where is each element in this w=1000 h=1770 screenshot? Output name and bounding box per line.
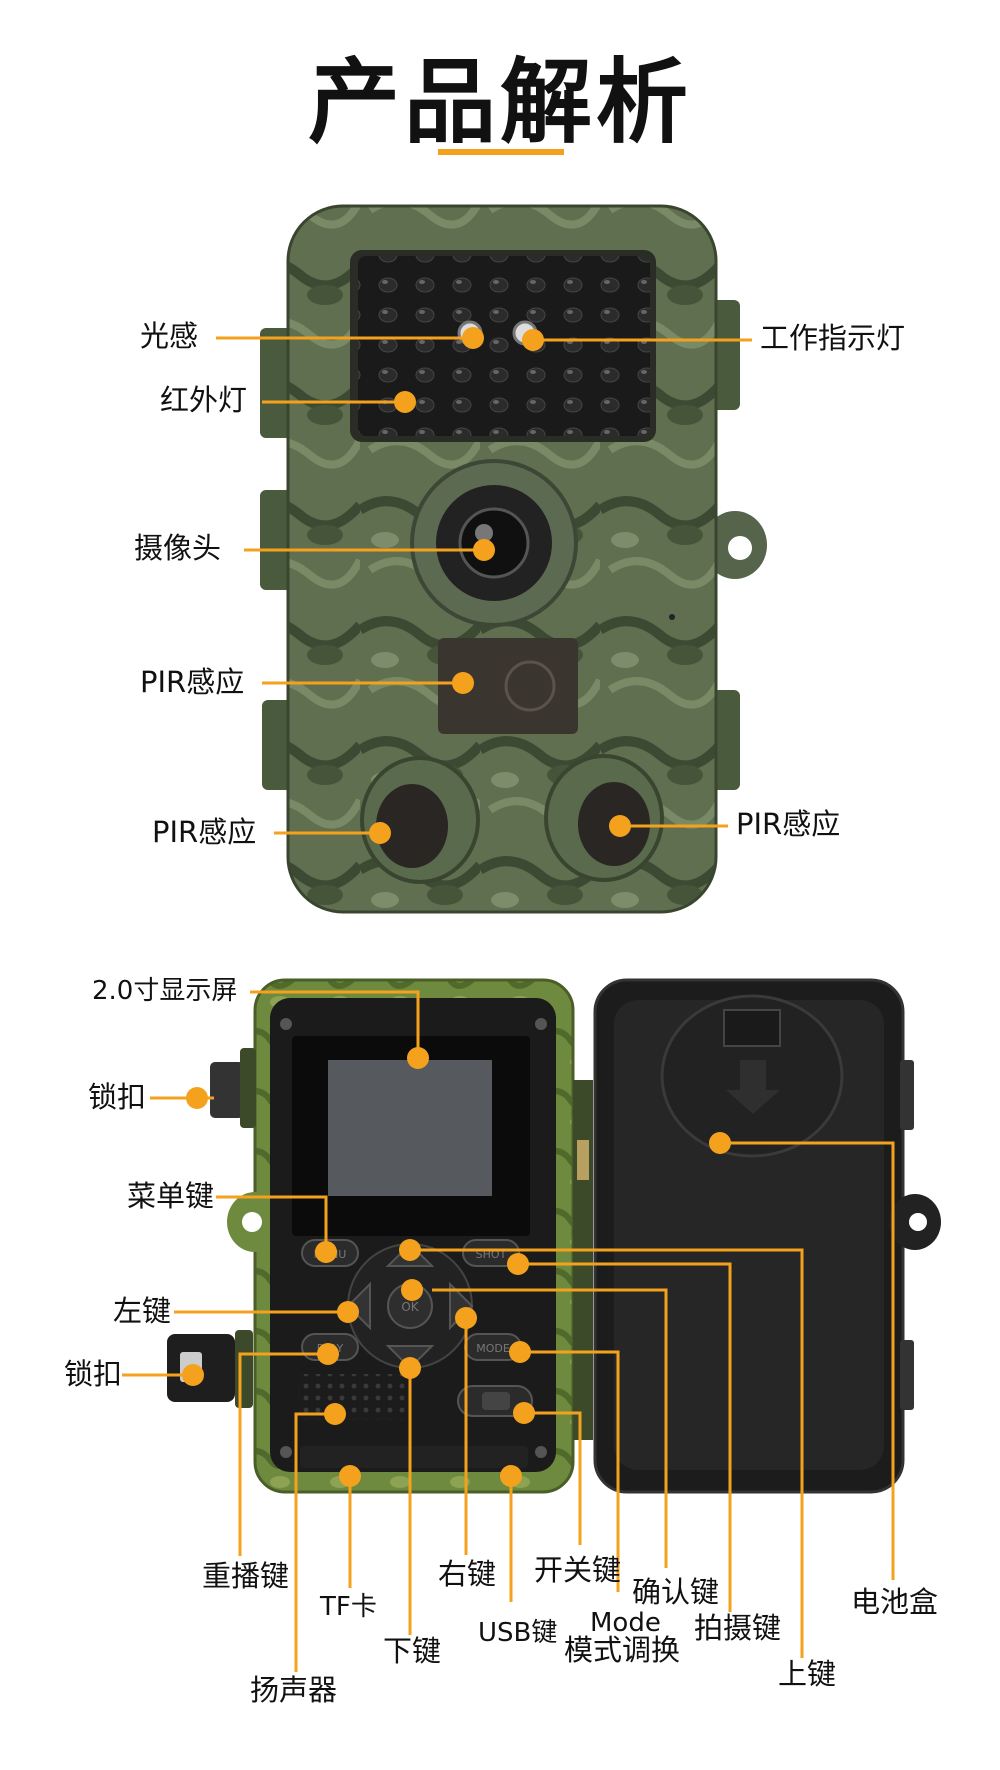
label-camera: 摄像头 [134,531,222,565]
front-camera [260,204,767,914]
back-camera: MENU SHOT OK PLAY MODE [167,978,941,1494]
label-screen: 2.0寸显示屏 [92,976,238,1006]
label-mode-line1: Mode [590,1608,661,1638]
callout-lines [122,336,895,1672]
label-replay: 重播键 [202,1559,290,1593]
label-tf: TF卡 [320,1592,377,1622]
label-right: 右键 [438,1557,497,1591]
mode-button-mark: MODE [476,1342,510,1355]
label-lock-top: 锁扣 [88,1080,147,1114]
label-pir-center: PIR感应 [140,665,245,699]
callout-dots [182,327,731,1487]
label-usb: USB键 [478,1618,558,1648]
label-confirm: 确认键 [632,1575,720,1609]
page-title: 产品解析 [307,49,692,156]
title-underline [438,149,564,155]
label-ir-led: 红外灯 [160,383,248,417]
label-power: 开关键 [534,1553,622,1587]
label-mode-line2: 模式调换 [564,1633,681,1667]
label-up: 上键 [778,1657,837,1691]
label-menu: 菜单键 [127,1179,215,1213]
label-battery: 电池盒 [851,1585,939,1619]
label-indicator: 工作指示灯 [760,321,906,355]
label-pir-right: PIR感应 [736,807,841,841]
label-down: 下键 [383,1634,442,1668]
label-lock-bottom: 锁扣 [64,1357,123,1391]
label-pir-left: PIR感应 [152,815,257,849]
label-left: 左键 [113,1294,172,1328]
label-light-sensor: 光感 [140,319,199,353]
label-shot: 拍摄键 [694,1611,782,1645]
label-speaker: 扬声器 [250,1673,338,1707]
ok-button-mark: OK [401,1300,419,1314]
